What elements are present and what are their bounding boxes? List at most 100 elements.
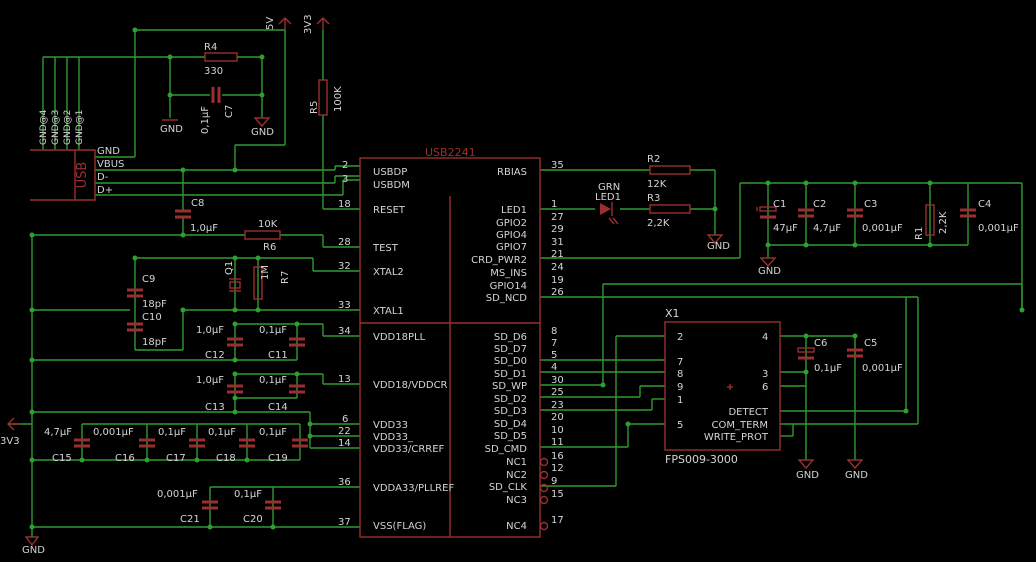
svg-text:NC1: NC1 [506, 457, 527, 468]
svg-text:GPIO14: GPIO14 [490, 281, 527, 292]
gnd-label-2: GND [251, 127, 274, 138]
svg-text:C11: C11 [268, 350, 288, 361]
svg-text:37: 37 [338, 517, 351, 528]
svg-text:0,1µF: 0,1µF [259, 375, 287, 386]
led-led1: GRN LED1 [595, 182, 621, 225]
ic-right-pin: 9SD_CLK [489, 476, 558, 493]
svg-text:0,1µF: 0,1µF [259, 427, 287, 438]
svg-text:16: 16 [551, 451, 564, 462]
capacitor-c14: 0,1µF C14 [259, 375, 305, 413]
svg-text:2: 2 [342, 160, 348, 171]
svg-text:C10: C10 [142, 312, 162, 323]
svg-text:8: 8 [551, 326, 557, 337]
wires [8, 29, 1023, 528]
x1-pin: 5 [677, 420, 683, 431]
svg-text:3: 3 [342, 174, 348, 185]
svg-text:0,001µF: 0,001µF [978, 223, 1019, 234]
usb-shield-pin-4: GND@4 [39, 109, 49, 145]
capacitor-c21: 0,001µF C21 [157, 489, 218, 525]
svg-text:TEST: TEST [372, 243, 399, 254]
capacitor-c17: 0,1µF C17 [158, 427, 205, 464]
svg-text:7: 7 [551, 338, 557, 349]
svg-text:XTAL2: XTAL2 [373, 267, 404, 278]
svg-text:21: 21 [551, 249, 564, 260]
svg-text:330: 330 [204, 66, 223, 77]
svg-text:C8: C8 [191, 198, 204, 209]
svg-text:11: 11 [551, 437, 564, 448]
resistor-r2: R2 12K [647, 154, 691, 190]
svg-text:1M: 1M [260, 265, 271, 280]
svg-text:C6: C6 [814, 338, 827, 349]
svg-text:SD_D7: SD_D7 [494, 344, 527, 355]
svg-text:1,0µF: 1,0µF [190, 223, 218, 234]
svg-text:SD_D5: SD_D5 [494, 431, 527, 442]
svg-text:C16: C16 [115, 453, 135, 464]
svg-text:C9: C9 [142, 274, 155, 285]
supply-3v3-left-label: 3V3 [0, 436, 20, 447]
svg-text:R7: R7 [280, 271, 291, 284]
svg-text:25: 25 [551, 387, 564, 398]
svg-text:4,7µF: 4,7µF [44, 427, 72, 438]
capacitor-c13: 1,0µF C13 [196, 375, 243, 413]
capacitor-c5: C5 0,001µF [847, 338, 903, 374]
ic-right-pin: 5SD_D0 [494, 350, 558, 367]
svg-text:C3: C3 [864, 199, 877, 210]
x1-pin: 3 [762, 369, 768, 380]
svg-text:15: 15 [551, 489, 564, 500]
svg-text:33: 33 [338, 300, 351, 311]
svg-text:2,2K: 2,2K [647, 218, 670, 229]
gnd-symbol-4: GND [706, 234, 730, 252]
svg-text:RESET: RESET [373, 205, 406, 216]
svg-text:C20: C20 [243, 514, 263, 525]
svg-text:14: 14 [338, 438, 351, 449]
svg-text:10K: 10K [258, 219, 278, 230]
svg-text:0,1µF: 0,1µF [200, 106, 211, 134]
svg-text:C7: C7 [224, 105, 235, 118]
svg-text:LED1: LED1 [501, 205, 527, 216]
svg-text:SD_CLK: SD_CLK [489, 482, 528, 493]
svg-text:C18: C18 [216, 453, 236, 464]
svg-text:R2: R2 [647, 154, 660, 165]
svg-text:2,2K: 2,2K [938, 211, 949, 234]
svg-text:LED1: LED1 [595, 192, 621, 203]
svg-text:SD_NCD: SD_NCD [486, 293, 528, 304]
usb-shield-pin-3: GND@3 [51, 110, 61, 145]
svg-text:100K: 100K [333, 86, 344, 112]
x1-pin: 2 [677, 332, 683, 343]
svg-text:C5: C5 [864, 338, 877, 349]
svg-text:20: 20 [551, 412, 564, 423]
supply-3v3-left: 3V3 [0, 417, 20, 447]
capacitor-c15: 4,7µF C15 [44, 427, 90, 464]
svg-text:GRN: GRN [598, 182, 620, 193]
svg-text:SD_D3: SD_D3 [494, 406, 527, 417]
svg-text:R5: R5 [309, 101, 320, 114]
svg-text:0,1µF: 0,1µF [234, 489, 262, 500]
capacitor-c18: 0,1µF C18 [208, 427, 255, 464]
svg-text:R1: R1 [914, 227, 925, 240]
svg-text:12K: 12K [647, 179, 667, 190]
usb-pin-dplus: D+ [97, 185, 113, 196]
svg-text:USBDP: USBDP [373, 167, 407, 178]
ic-right-pin: 7SD_D7 [494, 338, 558, 355]
svg-text:VDD18PLL: VDD18PLL [373, 332, 426, 343]
svg-text:22: 22 [338, 426, 351, 437]
svg-text:0,001µF: 0,001µF [157, 489, 198, 500]
svg-text:NC2: NC2 [506, 470, 527, 481]
svg-text:18: 18 [338, 199, 351, 210]
svg-text:12: 12 [551, 463, 564, 474]
